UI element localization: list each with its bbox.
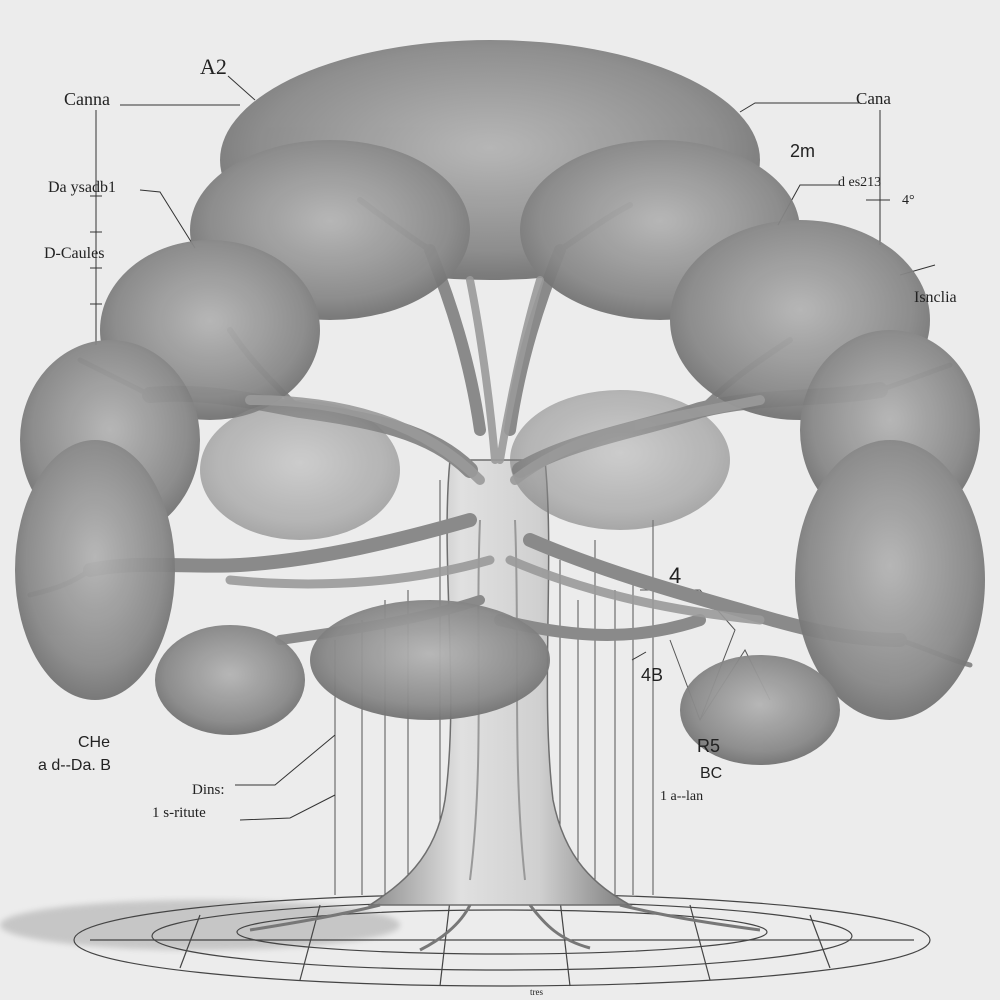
label-4-deg: 4°	[902, 193, 915, 208]
label-a2: A2	[200, 54, 227, 79]
label-1-s-ritute: 1 s-ritute	[152, 805, 206, 821]
label-r5: R5	[697, 736, 721, 756]
tree-foliage	[15, 40, 985, 765]
label-cana: Cana	[856, 89, 891, 108]
label-bottom: tres	[530, 987, 543, 997]
label-d-caules: D-Caules	[44, 245, 105, 262]
label-d-es213: d es213	[838, 175, 882, 190]
label-dins: Dins:	[192, 782, 225, 798]
ground-shadow	[0, 900, 400, 950]
label-1-a-lan: 1 a--lan	[660, 789, 704, 804]
label-isnclia: Isnclia	[914, 289, 957, 306]
label-a-d-da-b: a d--Da. B	[38, 757, 111, 774]
label-2m: 2m	[790, 141, 816, 161]
label-4: 4	[669, 563, 682, 588]
label-che: CHe	[78, 734, 111, 751]
label-da-ysadb1: Da ysadb1	[48, 179, 116, 196]
ground-disk	[73, 893, 931, 987]
tree-branch-highlights	[225, 276, 765, 625]
label-4b: 4B	[641, 665, 664, 685]
label-canna: Canna	[64, 89, 110, 109]
label-bc: BC	[700, 765, 723, 782]
